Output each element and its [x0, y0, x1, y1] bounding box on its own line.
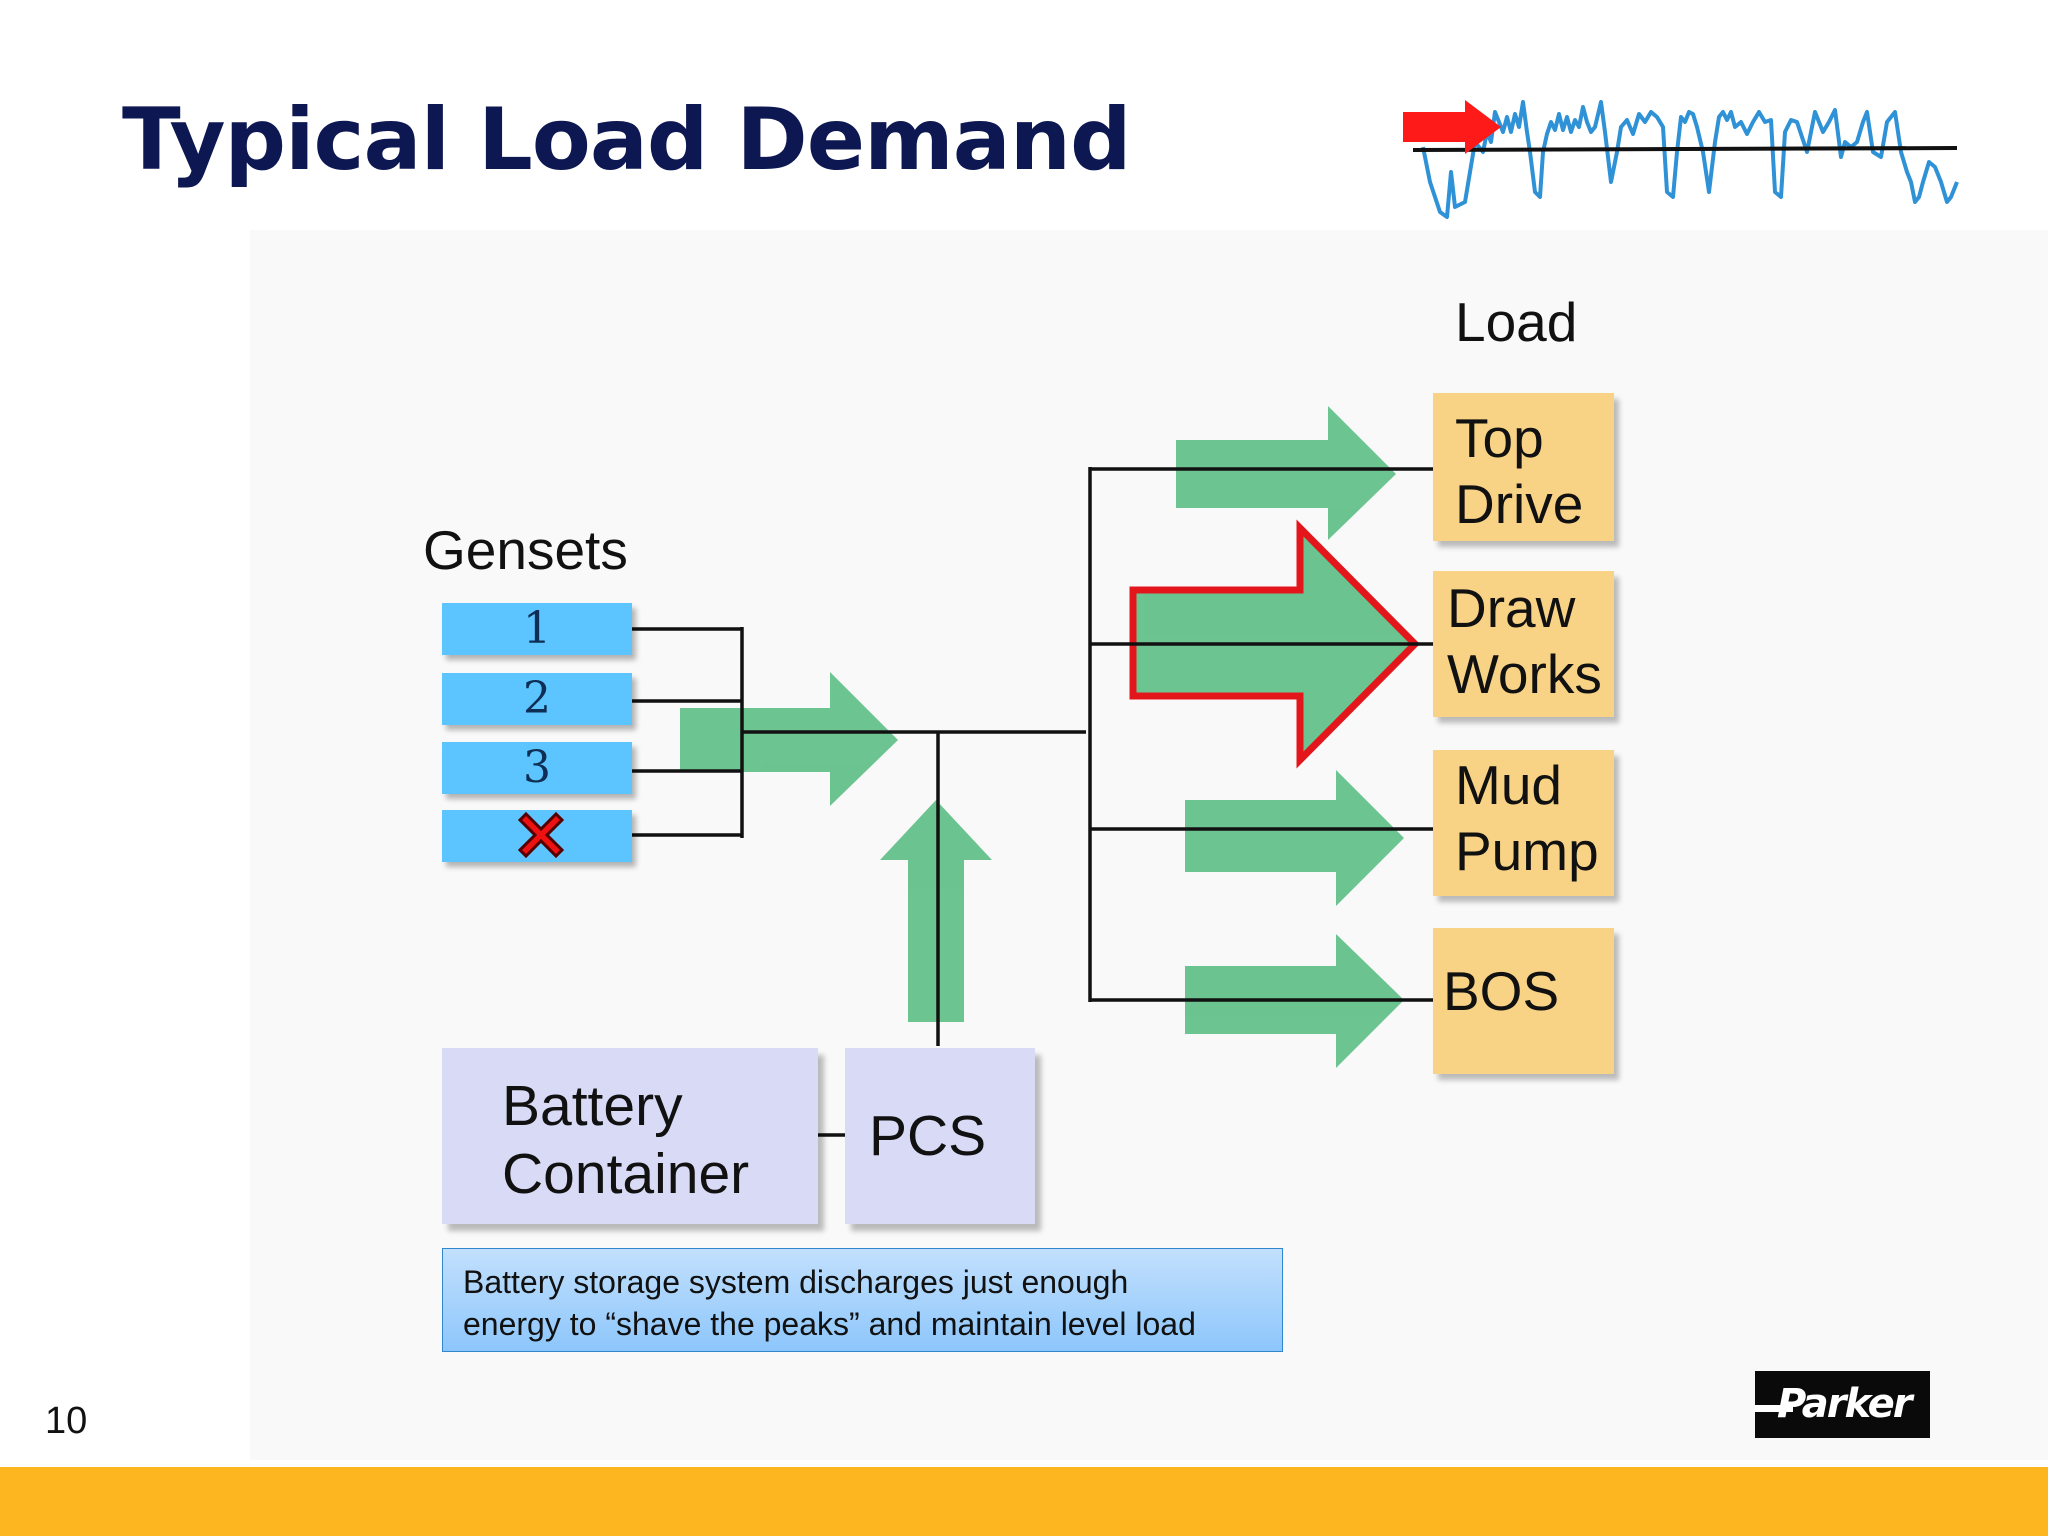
battery-container-box: Battery Container	[442, 1048, 818, 1224]
pcs-flow-arrow	[880, 800, 992, 1022]
load-bos: BOS	[1433, 928, 1614, 1074]
battery-line2: Container	[502, 1142, 750, 1206]
slide-title: Typical Load Demand	[122, 90, 1132, 190]
pcs-label: PCS	[869, 1104, 987, 1168]
genset-3-label: 3	[523, 742, 551, 793]
draw-works-highlight-outline	[1129, 519, 1420, 769]
genset-1-label: 1	[523, 603, 551, 654]
battery-line1: Battery	[502, 1074, 683, 1138]
load-bos-line1: BOS	[1443, 960, 1560, 1022]
gensets-heading: Gensets	[423, 519, 628, 581]
load-draw-works-line1: Draw	[1447, 577, 1576, 639]
parker-logo: Parker	[1755, 1371, 1930, 1438]
load-top-drive-line1: Top	[1455, 407, 1544, 469]
red-x-icon	[517, 811, 565, 859]
load-top-drive-line2: Drive	[1455, 473, 1584, 535]
genset-3: 3	[442, 742, 632, 794]
load-draw-works: Draw Works	[1433, 571, 1614, 717]
top-drive-flow-arrow	[1176, 406, 1396, 540]
load-heading: Load	[1455, 291, 1578, 353]
mud-pump-flow-arrow	[1185, 770, 1404, 906]
load-top-drive: Top Drive	[1433, 393, 1614, 541]
parker-logo-bar	[1755, 1405, 1793, 1412]
load-draw-works-line2: Works	[1447, 643, 1602, 705]
pcs-box: PCS	[845, 1048, 1035, 1224]
red-arrow-icon	[1403, 100, 1501, 154]
caption-line2: energy to “shave the peaks” and maintain…	[463, 1306, 1196, 1342]
genset-1: 1	[442, 603, 632, 655]
load-mud-pump: Mud Pump	[1433, 750, 1614, 896]
caption-box: Battery storage system discharges just e…	[442, 1248, 1283, 1352]
load-mud-pump-line2: Pump	[1455, 820, 1599, 882]
page-number: 10	[45, 1400, 88, 1442]
genset-4-offline	[442, 810, 632, 862]
footer-bar	[0, 1467, 2048, 1536]
genset-flow-arrow	[680, 672, 898, 806]
parker-logo-text: Parker	[1777, 1381, 1913, 1427]
load-waveform-line	[1421, 100, 1959, 219]
caption-line1: Battery storage system discharges just e…	[463, 1264, 1129, 1300]
load-waveform-graphic	[1403, 100, 1959, 219]
load-average-line	[1412, 146, 1958, 152]
genset-2: 2	[442, 673, 632, 725]
genset-2-label: 2	[523, 673, 551, 724]
load-mud-pump-line1: Mud	[1455, 754, 1562, 816]
